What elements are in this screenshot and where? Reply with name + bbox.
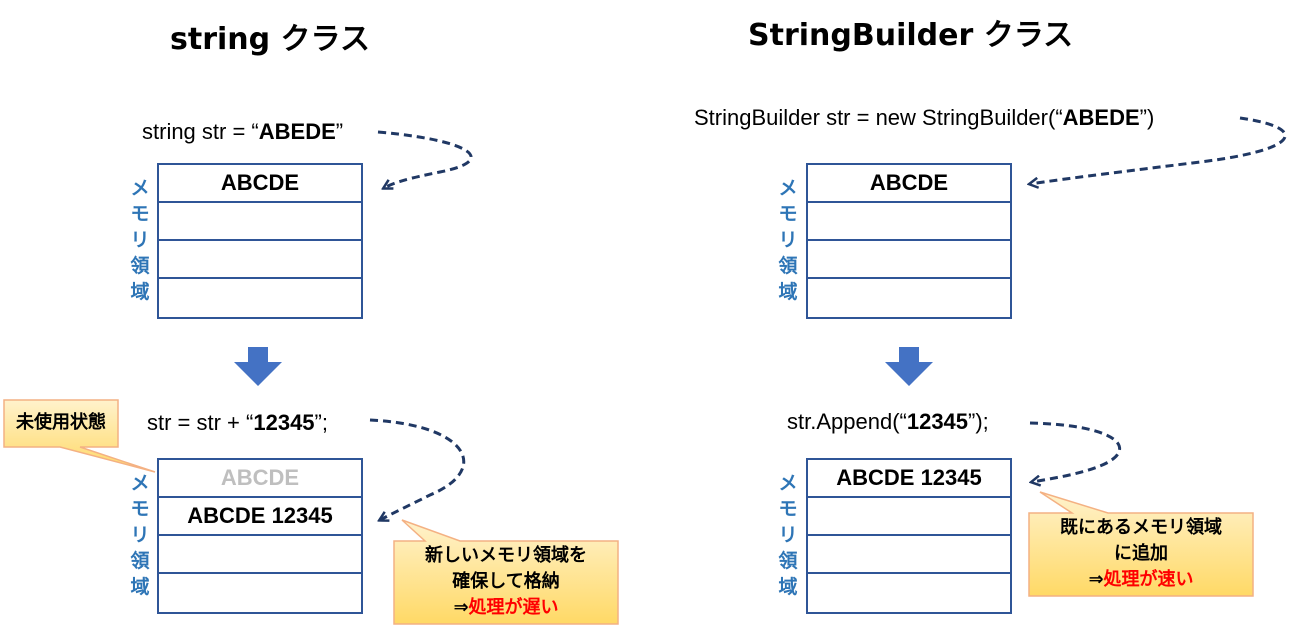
memory-cell: ABCDE <box>808 165 1010 203</box>
right-memory-block-2: ABCDE 12345 <box>806 458 1012 614</box>
dashed-curved-arrow-icon <box>1030 116 1287 184</box>
memory-area-label: メモリ領域 <box>130 177 150 303</box>
callout-left-note-shape <box>393 519 619 625</box>
left-memory-block-2: ABCDE ABCDE 12345 <box>157 458 363 614</box>
right-memory-block-1: ABCDE <box>806 163 1012 319</box>
left-code-line-2: str = str + “12345”; <box>147 410 328 435</box>
left-code-line-1: string str = “ABEDE” <box>142 119 344 144</box>
memory-cell <box>808 241 1010 279</box>
memory-cell: ABCDE 12345 <box>808 460 1010 498</box>
memory-cell <box>808 498 1010 536</box>
memory-cell <box>159 536 361 574</box>
memory-cell <box>159 279 361 317</box>
memory-cell <box>808 279 1010 317</box>
callout-left-note: 新しいメモリ領域を 確保して格納 ⇒処理が遅い <box>425 545 587 618</box>
memory-cell: ABCDE 12345 <box>159 498 361 536</box>
memory-area-label: メモリ領域 <box>778 472 798 598</box>
callout-unused: 未使用状態 <box>16 412 106 433</box>
right-title: StringBuilder クラス <box>748 18 1074 53</box>
callout-unused-shape <box>3 399 156 473</box>
dashed-curved-arrow-icon <box>377 130 473 188</box>
down-arrow-icon <box>885 347 933 386</box>
memory-area-label: メモリ領域 <box>778 177 798 303</box>
dashed-curved-arrow-icon <box>1030 421 1122 482</box>
memory-area-label: メモリ領域 <box>130 472 150 598</box>
down-arrow-icon <box>234 347 282 386</box>
memory-cell <box>159 241 361 279</box>
callout-right-note-shape <box>1028 491 1254 597</box>
left-title: string クラス <box>170 22 370 57</box>
right-code-line-1: StringBuilder str = new StringBuilder(“A… <box>694 105 1155 130</box>
memory-cell <box>808 574 1010 612</box>
memory-cell <box>159 203 361 241</box>
memory-cell: ABCDE <box>159 165 361 203</box>
memory-cell <box>159 574 361 612</box>
memory-cell-unused: ABCDE <box>159 460 361 498</box>
right-code-line-2: str.Append(“12345”); <box>787 409 989 434</box>
dashed-curved-arrow-icon <box>369 418 466 520</box>
memory-cell <box>808 203 1010 241</box>
left-memory-block-1: ABCDE <box>157 163 363 319</box>
callout-right-note: 既にあるメモリ領域 に追加 ⇒処理が速い <box>1060 517 1222 590</box>
memory-cell <box>808 536 1010 574</box>
